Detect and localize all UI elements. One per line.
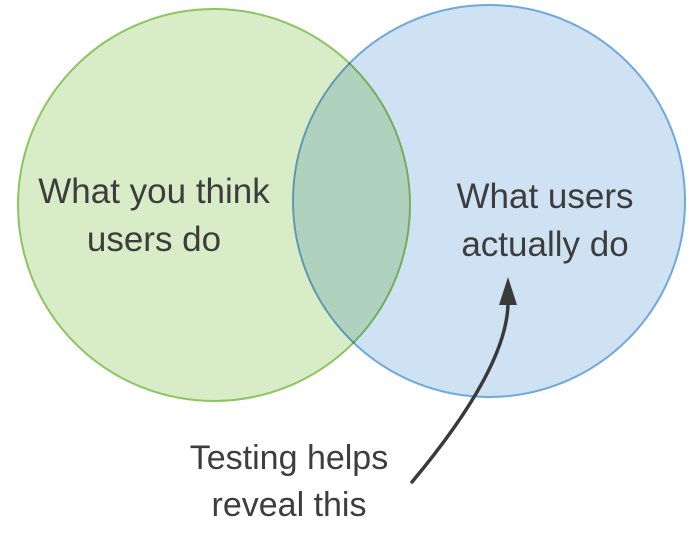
annotation-arrow-line (410, 300, 510, 484)
annotation-arrowhead-icon (499, 277, 517, 305)
right-circle-shape (292, 4, 686, 398)
right-circle-label: What users actually do (456, 177, 634, 264)
annotation-label: Testing helps reveal this (189, 439, 389, 524)
left-circle-label: What you think users do (38, 172, 270, 259)
